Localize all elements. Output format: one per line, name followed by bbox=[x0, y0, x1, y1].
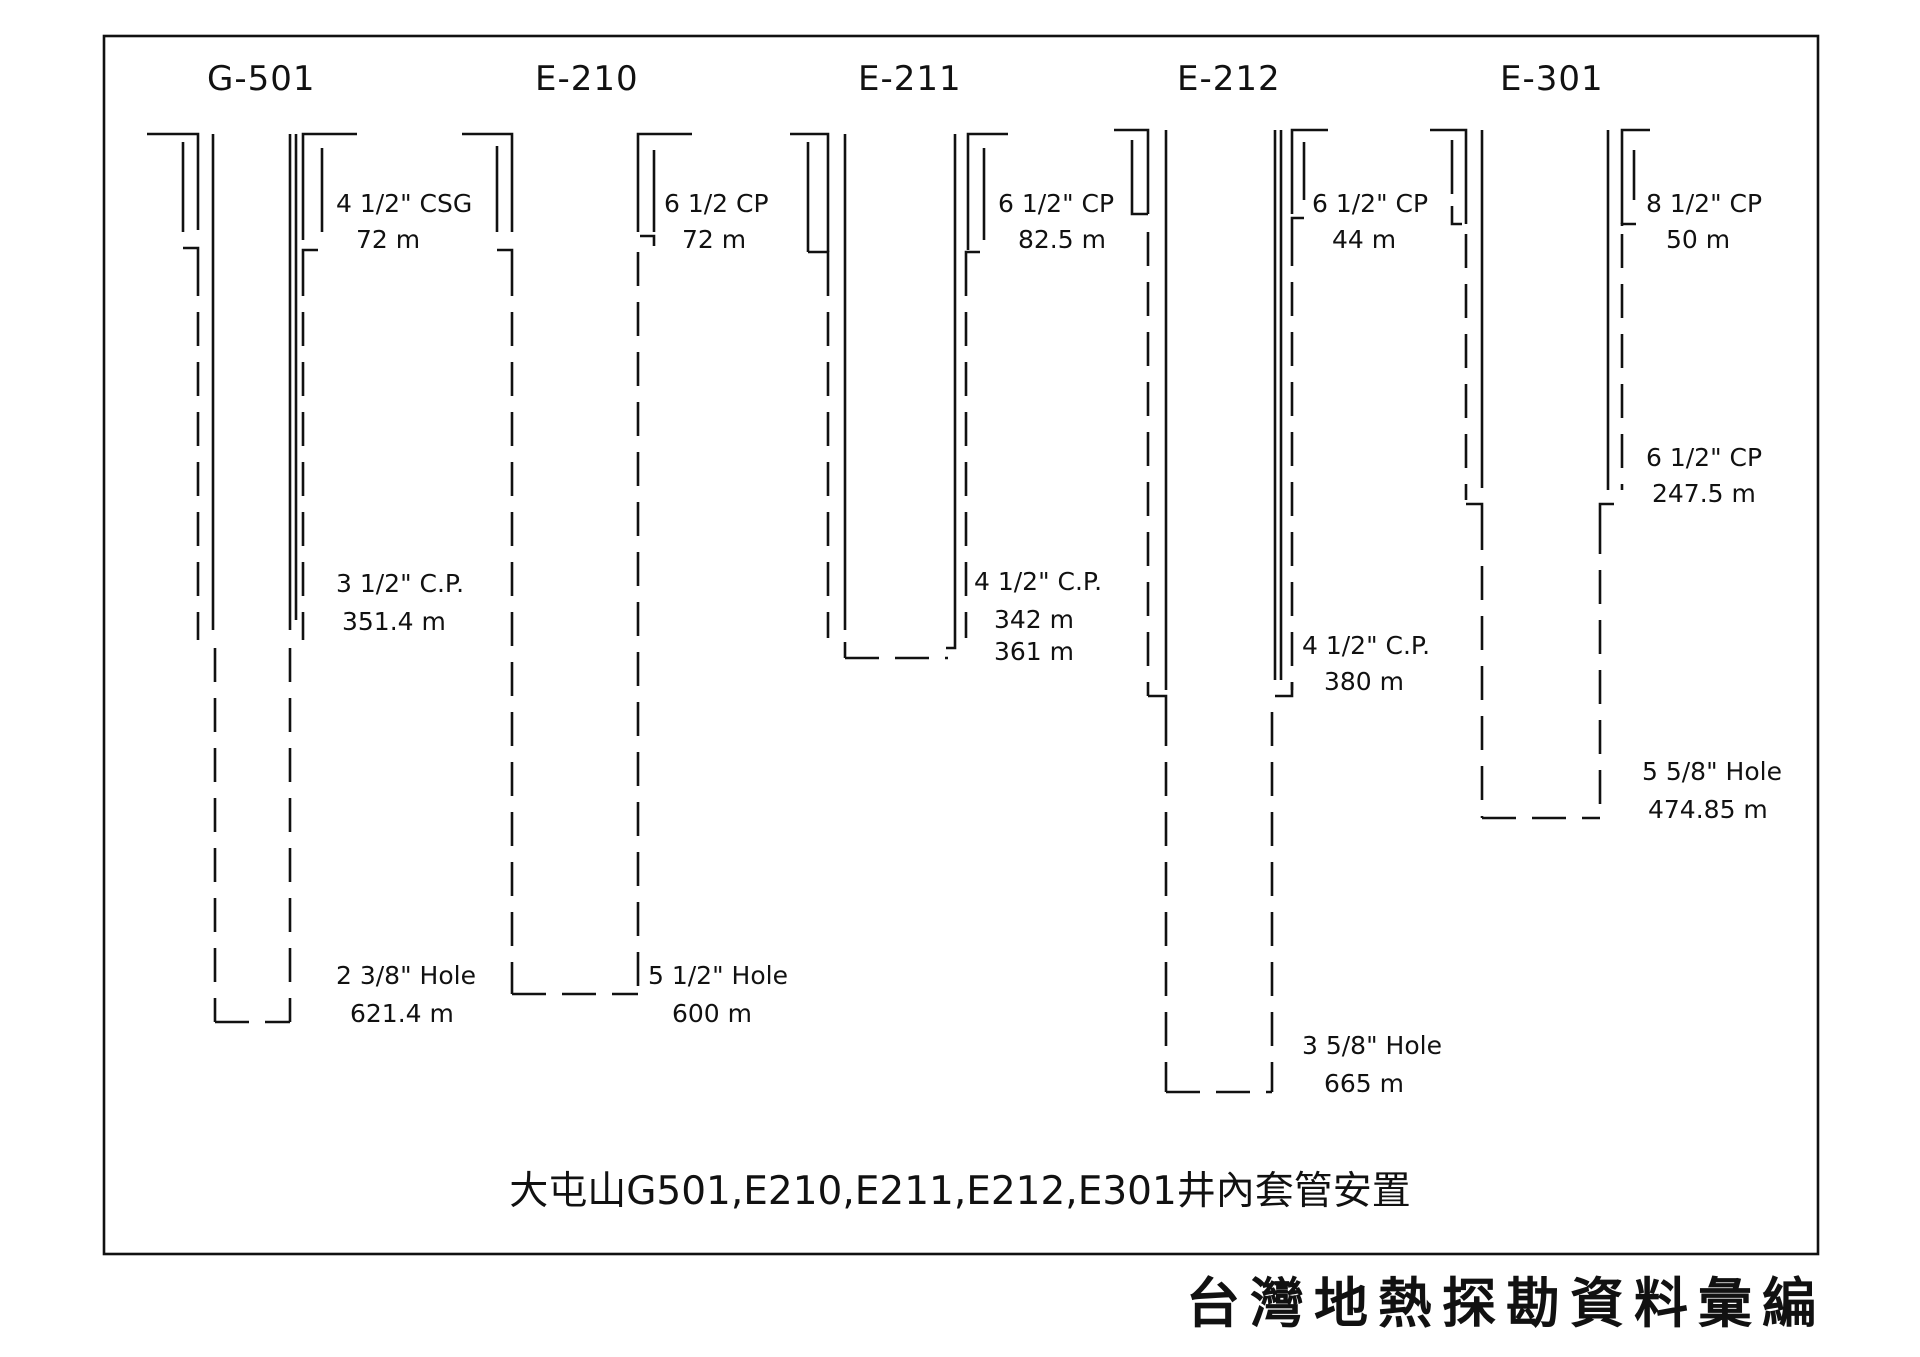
g501-pipe-size: 3 1/2" C.P. bbox=[336, 569, 464, 598]
well-e212: E-212 6 1/2" CP 44 m 4 1/2" C.P. 380 m 3… bbox=[1114, 59, 1442, 1098]
g501-hole-size: 2 3/8" Hole bbox=[336, 961, 476, 990]
e301-casing-outer-right bbox=[1620, 128, 1650, 224]
well-name-e212: E-212 bbox=[1177, 59, 1281, 99]
e301-pipe-shoulder-right bbox=[1598, 502, 1614, 520]
e211-pipe-size: 4 1/2" C.P. bbox=[974, 567, 1102, 596]
e210-casing-foot-right bbox=[640, 234, 656, 246]
well-e210: E-210 6 1/2 CP 72 m 5 1/2" Hole 600 m bbox=[462, 59, 788, 1028]
e212-casing-depth: 44 m bbox=[1332, 225, 1396, 254]
well-name-e210: E-210 bbox=[535, 59, 639, 99]
well-name-e301: E-301 bbox=[1500, 59, 1604, 99]
g501-casing-outer-left bbox=[147, 132, 200, 230]
g501-casing-outer-right bbox=[301, 132, 357, 240]
g501-casing-foot-left bbox=[183, 246, 200, 262]
e212-hole-shoulder-left bbox=[1148, 694, 1168, 712]
diagram-frame bbox=[102, 34, 1820, 1256]
e210-casing-foot-left bbox=[497, 248, 514, 262]
e301-hole-size: 5 5/8" Hole bbox=[1642, 757, 1782, 786]
e212-casing-size: 6 1/2" CP bbox=[1312, 189, 1428, 218]
e211-casing-foot-left bbox=[808, 250, 830, 262]
e211-pipe-foot bbox=[946, 630, 957, 650]
e211-casing-outer-left bbox=[790, 132, 830, 252]
e301-casing-size: 8 1/2" CP bbox=[1646, 189, 1762, 218]
e212-casing-outer-left bbox=[1114, 128, 1150, 214]
well-e211: E-211 6 1/2" CP 82.5 m 4 1/2" C.P. 342 m… bbox=[790, 59, 1114, 666]
well-name-e211: E-211 bbox=[858, 59, 962, 99]
e211-casing-depth: 82.5 m bbox=[1018, 225, 1106, 254]
g501-casing-foot-right bbox=[301, 248, 318, 262]
e211-pipe-depth: 342 m bbox=[994, 605, 1074, 634]
e211-total-depth: 361 m bbox=[994, 637, 1074, 666]
e211-casing-size: 6 1/2" CP bbox=[998, 189, 1114, 218]
e301-pipe-size: 6 1/2" CP bbox=[1646, 443, 1762, 472]
e211-casing-outer-right bbox=[966, 132, 1008, 250]
e212-pipe-depth: 380 m bbox=[1324, 667, 1404, 696]
e212-pipe-foot bbox=[1275, 682, 1294, 698]
e211-casing-foot-right bbox=[964, 250, 980, 262]
e212-casing-foot-right bbox=[1290, 216, 1304, 232]
e210-casing-depth: 72 m bbox=[682, 225, 746, 254]
g501-hole-depth: 621.4 m bbox=[350, 999, 454, 1028]
e210-hole-size: 5 1/2" Hole bbox=[648, 961, 788, 990]
well-name-g501: G-501 bbox=[207, 59, 316, 99]
e210-casing-outer-left bbox=[462, 132, 514, 232]
e210-hole-depth: 600 m bbox=[672, 999, 752, 1028]
e212-casing-foot-left bbox=[1130, 200, 1148, 216]
e212-hole-depth: 665 m bbox=[1324, 1069, 1404, 1098]
e210-casing-outer-right bbox=[636, 132, 692, 232]
e212-pipe-size: 4 1/2" C.P. bbox=[1302, 631, 1430, 660]
publisher-title: 台灣地熱探勘資料彙編 bbox=[1186, 1272, 1826, 1335]
e212-hole-size: 3 5/8" Hole bbox=[1302, 1031, 1442, 1060]
e212-casing-outer-right bbox=[1290, 128, 1328, 214]
e301-pipe-shoulder-left bbox=[1466, 502, 1484, 516]
diagram-caption: 大屯山G501,E210,E211,E212,E301井內套管安置 bbox=[509, 1169, 1411, 1214]
e210-casing-size: 6 1/2 CP bbox=[664, 189, 769, 218]
e301-casing-foot-right bbox=[1620, 222, 1636, 226]
g501-casing-size: 4 1/2" CSG bbox=[336, 189, 472, 218]
e301-casing-foot-left bbox=[1450, 206, 1462, 226]
e301-hole-depth: 474.85 m bbox=[1648, 795, 1768, 824]
g501-casing-depth: 72 m bbox=[356, 225, 420, 254]
well-g501: G-501 4 1/2" CSG 72 m 3 1/2" C.P. 351.4 … bbox=[147, 59, 476, 1028]
e301-pipe-depth: 247.5 m bbox=[1652, 479, 1756, 508]
well-e301: E-301 8 1/2" CP 50 m 6 1/2" CP 247.5 m 5… bbox=[1430, 59, 1782, 824]
e301-casing-outer-left bbox=[1430, 128, 1468, 224]
e301-casing-depth: 50 m bbox=[1666, 225, 1730, 254]
g501-pipe-depth: 351.4 m bbox=[342, 607, 446, 636]
